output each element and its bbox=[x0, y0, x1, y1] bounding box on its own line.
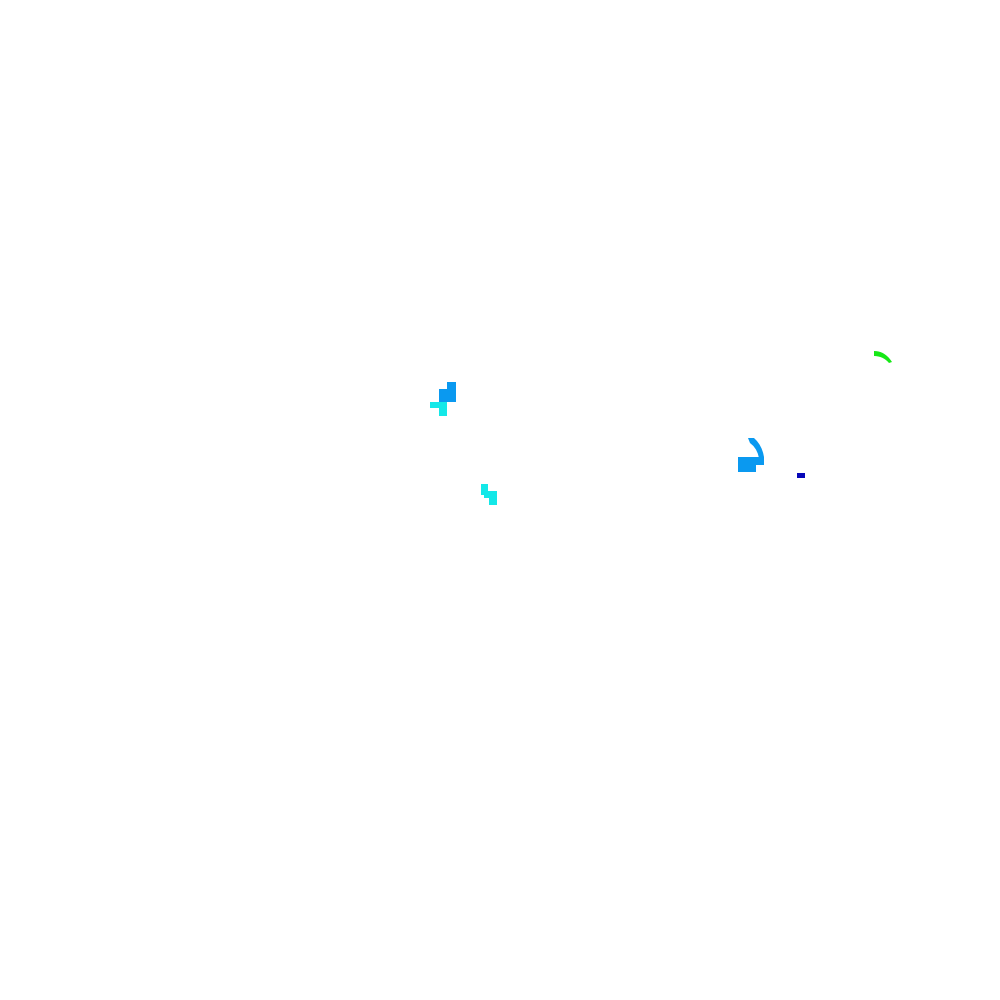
navy-fragment bbox=[797, 473, 805, 478]
azure-cyan-fragment bbox=[430, 382, 456, 416]
azure-hook-fragment bbox=[738, 438, 764, 472]
cyan-fragment bbox=[481, 484, 497, 505]
green-arc-fragment bbox=[874, 351, 892, 363]
